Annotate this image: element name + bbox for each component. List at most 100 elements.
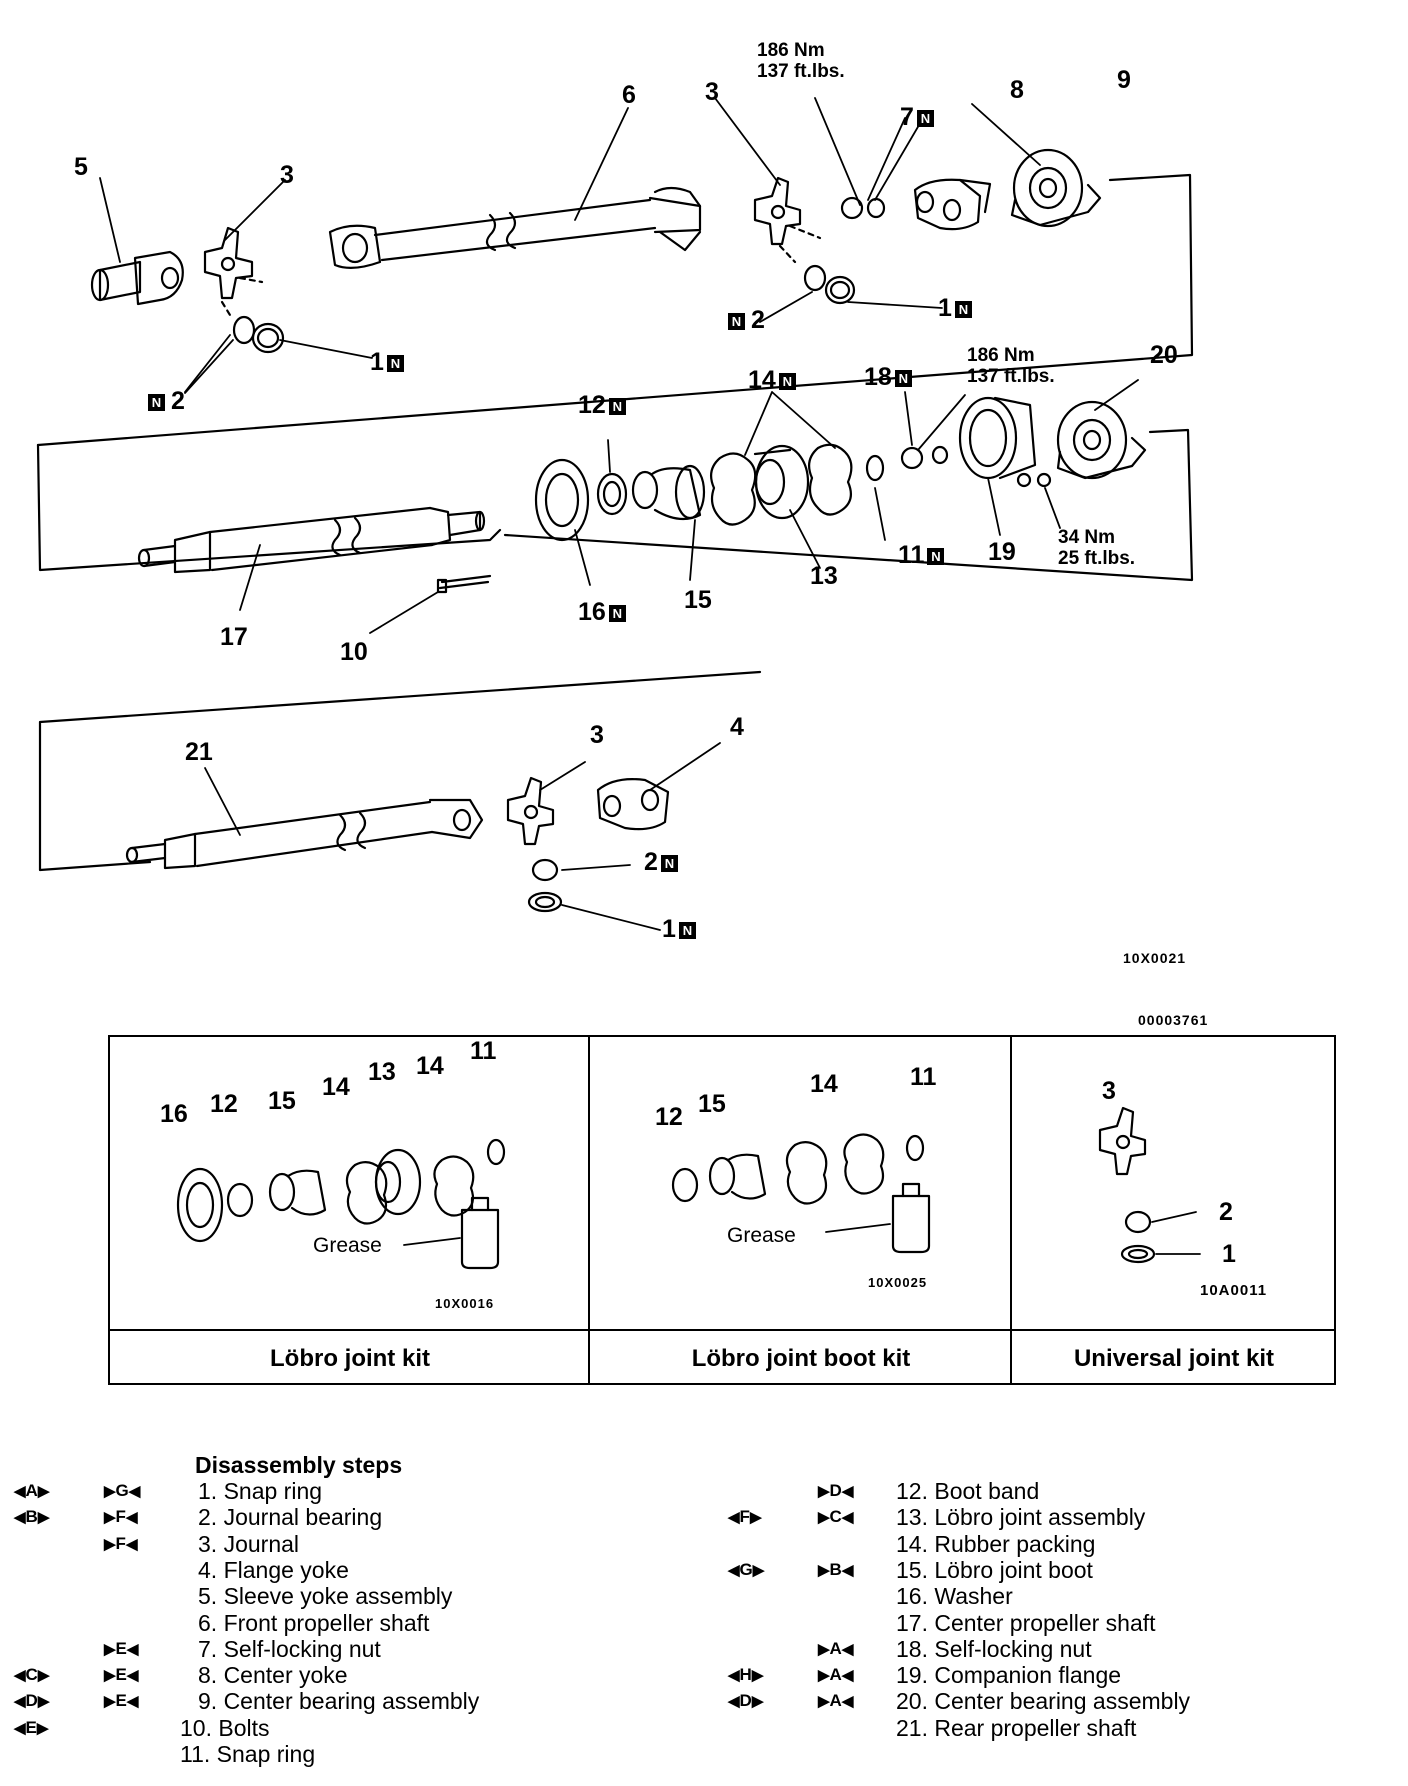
new-part-marker: N (678, 921, 696, 939)
installation-step-marker: ▶A◀ (818, 1638, 854, 1658)
callout-21: 21 (185, 738, 213, 766)
snap-ring-part-11 (865, 454, 885, 482)
section-frame-center (36, 428, 1194, 582)
kit-figure-code: 10X0025 (868, 1275, 928, 1290)
removal-step-marker: ◀E▶ (14, 1717, 49, 1737)
new-part-marker: N (916, 109, 934, 127)
step-item: 6. Front propeller shaft (198, 1609, 430, 1636)
washer-part (534, 458, 590, 542)
kit-callout: 13 (368, 1058, 396, 1086)
kit-illustration-lobro (176, 1138, 506, 1270)
kit-callout: 15 (268, 1087, 296, 1115)
kit-cell-lobro-boot: 12 15 14 11 Grease 10X0025 (590, 1037, 1012, 1383)
new-part-marker: N (386, 354, 404, 372)
installation-step-marker: ▶E◀ (104, 1665, 139, 1685)
front-propeller-shaft-part (328, 186, 702, 269)
callout-9: 9 (1117, 66, 1131, 94)
flange-yoke-part (596, 778, 670, 831)
callout-20: 20 (1150, 341, 1178, 369)
grease-label: Grease (727, 1224, 796, 1247)
removal-step-marker: ◀A▶ (14, 1481, 50, 1500)
figure-code-main: 10X0021 (1123, 950, 1187, 966)
leader-lines (99, 97, 1139, 931)
removal-step-marker: ◀B▶ (14, 1507, 50, 1527)
journal-bearing-part-2 (803, 264, 827, 292)
section-frame-rear (38, 670, 762, 872)
step-item: 19. Companion flange (896, 1662, 1122, 1689)
new-part-marker: N (660, 854, 678, 872)
callout-3: 3 (280, 161, 294, 189)
installation-step-marker: ▶G◀ (104, 1481, 141, 1500)
kit-callout: 14 (322, 1073, 350, 1101)
journal-part-3 (506, 776, 555, 846)
kit-callout: 12 (210, 1090, 238, 1118)
kit-callout: 2 (1219, 1198, 1233, 1226)
rear-propeller-shaft-part (125, 798, 484, 870)
kit-callout: 11 (470, 1037, 497, 1065)
installation-step-marker: ▶C◀ (818, 1507, 854, 1527)
new-part-marker: N (954, 300, 972, 318)
snap-ring-part-1 (251, 322, 285, 354)
kit-title-lobro: Löbro joint kit (270, 1345, 430, 1372)
step-item: 7. Self-locking nut (198, 1635, 381, 1662)
new-part-marker: N (608, 397, 626, 415)
kit-illustration-universal (1098, 1106, 1201, 1264)
installation-step-marker: ▶F◀ (104, 1533, 138, 1553)
step-item: 18. Self-locking nut (896, 1635, 1092, 1662)
journal-bearing-part-1 (232, 315, 256, 345)
companion-flange-part (958, 396, 1037, 480)
step-item: 9. Center bearing assembly (198, 1688, 480, 1715)
self-locking-nut-part-7 (840, 196, 864, 220)
new-part-marker: N (778, 372, 796, 390)
new-part-marker: N (148, 393, 165, 411)
installation-step-marker: ▶B◀ (818, 1559, 854, 1579)
step-item: 4. Flange yoke (198, 1556, 349, 1583)
installation-step-marker: ▶E◀ (104, 1691, 139, 1711)
boot-band-part (596, 472, 628, 516)
kit-title-lobro-boot: Löbro joint boot kit (691, 1345, 911, 1372)
callout-6: 6 (622, 81, 636, 109)
rubber-packing-part-b (807, 443, 853, 516)
installation-step-marker: ▶D◀ (818, 1481, 854, 1500)
step-item: 1. Snap ring (198, 1478, 323, 1504)
removal-step-marker: ◀F▶ (728, 1507, 762, 1527)
callout-8: 8 (1010, 76, 1024, 104)
step-item: 14. Rubber packing (896, 1530, 1096, 1557)
kit-callout: 3 (1102, 1077, 1116, 1105)
kit-callout: 14 (810, 1070, 838, 1098)
removal-step-marker: ◀D▶ (14, 1691, 50, 1711)
step-item: 11. Snap ring (180, 1741, 316, 1767)
callout-5: 5 (74, 153, 88, 181)
installation-step-marker: ▶A◀ (818, 1691, 854, 1711)
removal-step-marker: ◀H▶ (728, 1665, 764, 1685)
steps-title: Disassembly steps (195, 1452, 403, 1478)
removal-step-marker: ◀C▶ (14, 1665, 50, 1685)
step-item: 2. Journal bearing (198, 1504, 383, 1531)
step-item: 20. Center bearing assembly (896, 1688, 1191, 1715)
step-item: 21. Rear propeller shaft (896, 1714, 1137, 1741)
sleeve-yoke-assembly-part (90, 250, 184, 306)
new-part-marker: N (927, 547, 945, 565)
torque-spec-2: 186 Nm 137 ft.lbs. (967, 345, 1055, 387)
step-item: 16. Washer (896, 1583, 1013, 1610)
kit-title-row: Löbro joint kit Löbro joint boot kit Uni… (110, 1329, 1334, 1387)
kit-callout: 16 (160, 1100, 188, 1128)
self-locking-nut-part-18 (900, 446, 924, 470)
callout-10: 10 (340, 638, 368, 666)
kit-callout: 15 (698, 1090, 726, 1118)
callout-15: 15 (684, 586, 712, 614)
kit-callout: 14 (416, 1052, 444, 1080)
callout-13: 13 (810, 562, 838, 590)
callout-4: 4 (730, 713, 744, 741)
center-propeller-shaft-part (137, 506, 486, 574)
installation-step-marker: ▶E◀ (104, 1638, 139, 1658)
